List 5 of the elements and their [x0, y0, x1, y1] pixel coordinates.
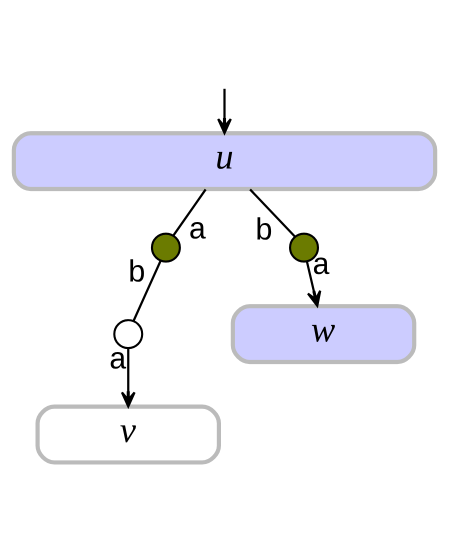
- edge-label: b: [128, 256, 146, 292]
- edge-label: a: [188, 214, 207, 249]
- edge-label: a: [108, 343, 128, 378]
- edge-label: a: [312, 249, 330, 284]
- edge-label: b: [254, 214, 274, 250]
